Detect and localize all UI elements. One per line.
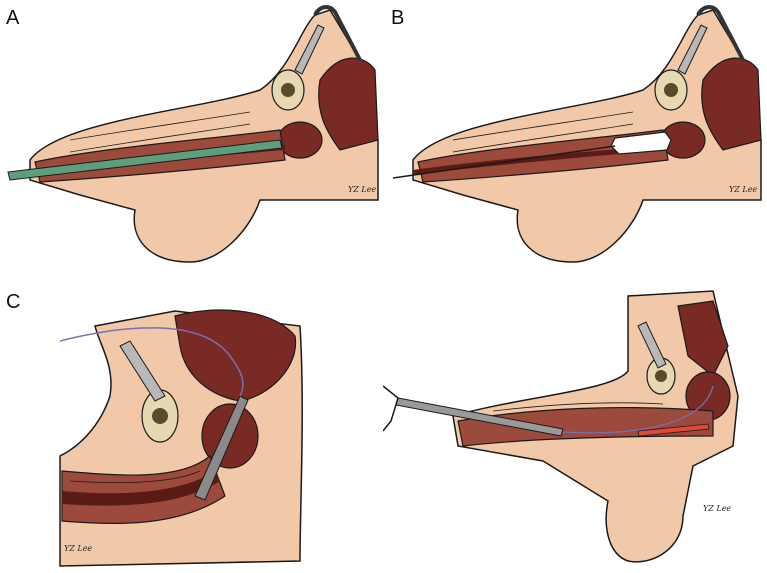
urethra <box>62 471 220 506</box>
endoscope <box>194 395 249 501</box>
panel-label: A <box>6 7 20 29</box>
corpus-spongiosum <box>457 407 714 447</box>
bladder <box>318 57 379 151</box>
panel-a: A YZ Lee <box>0 0 383 286</box>
bladder <box>701 57 762 151</box>
corpora-stripes <box>69 111 251 153</box>
panel-b: B YZ Lee <box>383 0 767 286</box>
bone-shaft <box>637 321 667 369</box>
panel-d: D YZ Lee <box>383 286 767 573</box>
cystoscope-cable <box>696 5 745 61</box>
corpus-spongiosum <box>61 454 226 525</box>
cystoscope-cable <box>313 5 362 61</box>
corpora-stripes <box>452 111 634 153</box>
body-outline <box>412 9 762 263</box>
artist-signature: YZ Lee <box>348 185 377 194</box>
panel-c-illustration <box>59 309 303 567</box>
panel-b-illustration <box>392 5 762 263</box>
corpora-stripes <box>69 470 201 484</box>
guidewire <box>59 327 244 397</box>
bone-shaft <box>677 24 708 75</box>
artist-signature: YZ Lee <box>703 504 732 513</box>
urethra <box>413 145 668 175</box>
guidewire <box>562 385 714 434</box>
body-outline <box>29 9 379 263</box>
artist-signature: YZ Lee <box>729 185 758 194</box>
artist-signature: YZ Lee <box>64 544 93 553</box>
bladder <box>174 309 297 402</box>
bladder <box>677 300 729 377</box>
panel-a-illustration <box>7 5 379 263</box>
panel-c: C YZ Lee <box>0 286 383 573</box>
stent <box>637 423 710 437</box>
panel-label: B <box>391 7 405 29</box>
bone-shaft <box>119 340 166 402</box>
guidewire <box>392 145 616 179</box>
panel-d-illustration <box>383 290 739 563</box>
prostate <box>277 121 323 159</box>
bone-shaft <box>294 24 325 75</box>
green-sheath <box>7 139 283 181</box>
panel-label: C <box>6 291 21 313</box>
corpora-stripes <box>492 402 664 412</box>
instrument-handle <box>383 385 399 432</box>
